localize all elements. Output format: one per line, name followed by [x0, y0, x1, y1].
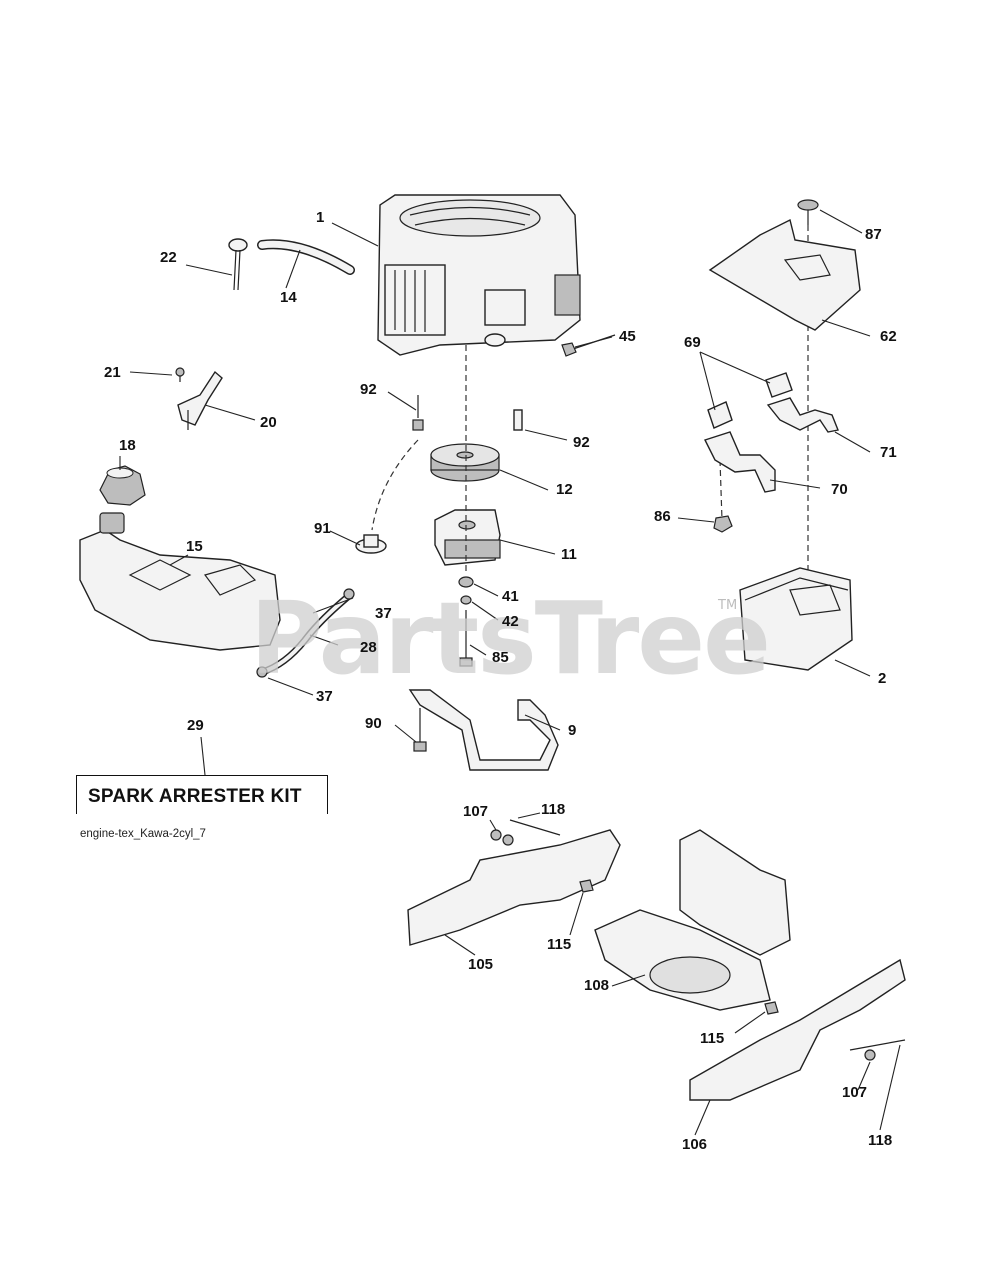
callout-29[interactable]: 29 [187, 717, 204, 734]
washer-107-lower-part[interactable] [864, 1049, 876, 1061]
watermark-trademark: TM [718, 598, 738, 613]
callout-2[interactable]: 2 [878, 670, 887, 687]
fuel-cap-part[interactable] [99, 465, 146, 506]
callout-106[interactable]: 106 [682, 1136, 708, 1153]
pulley-part[interactable] [430, 443, 500, 482]
callout-92-right[interactable]: 92 [573, 434, 590, 451]
nut-115-lower-part[interactable] [764, 1001, 779, 1015]
plate-106-part[interactable] [689, 958, 906, 1101]
callout-91[interactable]: 91 [314, 520, 331, 537]
callout-leader-lines [119, 209, 901, 1136]
bolt-85-part[interactable] [459, 610, 473, 667]
callout-87[interactable]: 87 [865, 226, 882, 243]
callout-70[interactable]: 70 [831, 481, 848, 498]
callout-20[interactable]: 20 [260, 414, 277, 431]
nut-86-part[interactable] [713, 515, 733, 533]
spark-arrester-kit-label: SPARK ARRESTER KIT [88, 786, 302, 807]
spacer-92-right-part[interactable] [513, 409, 523, 431]
callout-14[interactable]: 14 [280, 289, 297, 306]
bolt-90-part[interactable] [413, 708, 427, 752]
callout-42[interactable]: 42 [502, 613, 519, 630]
callout-41[interactable]: 41 [502, 588, 519, 605]
callout-11[interactable]: 11 [561, 546, 577, 563]
callout-21[interactable]: 21 [104, 364, 121, 381]
spark-arrester-kit-box[interactable] [76, 775, 328, 814]
fuel-tank-part[interactable] [79, 512, 281, 651]
callout-115-lower[interactable]: 115 [700, 1030, 725, 1047]
callout-85[interactable]: 85 [492, 649, 509, 666]
bracket-9-part[interactable] [408, 689, 559, 771]
callout-15[interactable]: 15 [186, 538, 203, 555]
callout-22[interactable]: 22 [160, 249, 177, 266]
callout-12[interactable]: 12 [556, 481, 573, 498]
bolt-87-part[interactable] [797, 199, 819, 225]
callout-118-lower[interactable]: 118 [868, 1132, 893, 1149]
callout-118-upper[interactable]: 118 [541, 801, 566, 818]
callout-18[interactable]: 18 [119, 437, 136, 454]
exhaust-pipe-71-part[interactable] [766, 397, 839, 433]
dipstick-part[interactable] [228, 238, 248, 291]
screw-21-part[interactable] [175, 367, 185, 382]
washer-107-upper-part[interactable] [490, 829, 502, 841]
exhaust-pipe-70-part[interactable] [704, 431, 776, 493]
callout-90[interactable]: 90 [365, 715, 382, 732]
pto-clutch-part[interactable] [434, 509, 501, 566]
nut-115-upper-part[interactable] [579, 879, 594, 893]
callout-37-upper[interactable]: 37 [375, 605, 392, 622]
bushing-91-part[interactable] [355, 534, 387, 554]
washer-41-part[interactable] [458, 576, 474, 588]
heat-shield-part[interactable] [708, 218, 861, 331]
muffler-part[interactable] [739, 567, 853, 671]
bolt-118-lower-part[interactable] [849, 1039, 906, 1051]
deflector-108-part[interactable] [594, 829, 791, 1011]
callout-92-left[interactable]: 92 [360, 381, 377, 398]
watermark-text: PartsTree [250, 580, 771, 697]
bolt-118-upper-part[interactable] [509, 819, 561, 836]
fuel-line-part[interactable] [258, 591, 354, 676]
spacer-92-left-part[interactable] [412, 395, 424, 431]
clamp-37-lower-part[interactable] [256, 666, 268, 678]
file-reference: engine-tex_Kawa-2cyl_7 [80, 828, 206, 840]
bracket-20-part[interactable] [177, 370, 223, 430]
engine-part[interactable] [377, 194, 581, 356]
callout-107-upper[interactable]: 107 [463, 803, 489, 820]
callout-62[interactable]: 62 [880, 328, 897, 345]
callout-45[interactable]: 45 [619, 328, 636, 345]
callout-108[interactable]: 108 [584, 977, 610, 994]
washer-42-part[interactable] [460, 595, 472, 605]
plate-105-part[interactable] [407, 829, 621, 946]
callout-115-upper[interactable]: 115 [547, 936, 572, 953]
callout-1[interactable]: 1 [316, 209, 325, 226]
callout-105[interactable]: 105 [468, 956, 494, 973]
callout-71[interactable]: 71 [880, 444, 897, 461]
callout-107-lower[interactable]: 107 [842, 1084, 868, 1101]
callout-86[interactable]: 86 [654, 508, 671, 525]
callout-69[interactable]: 69 [684, 334, 701, 351]
callout-37-lower[interactable]: 37 [316, 688, 333, 705]
callout-28[interactable]: 28 [360, 639, 377, 656]
gasket-69-part[interactable] [707, 372, 793, 429]
callout-9[interactable]: 9 [568, 722, 577, 739]
